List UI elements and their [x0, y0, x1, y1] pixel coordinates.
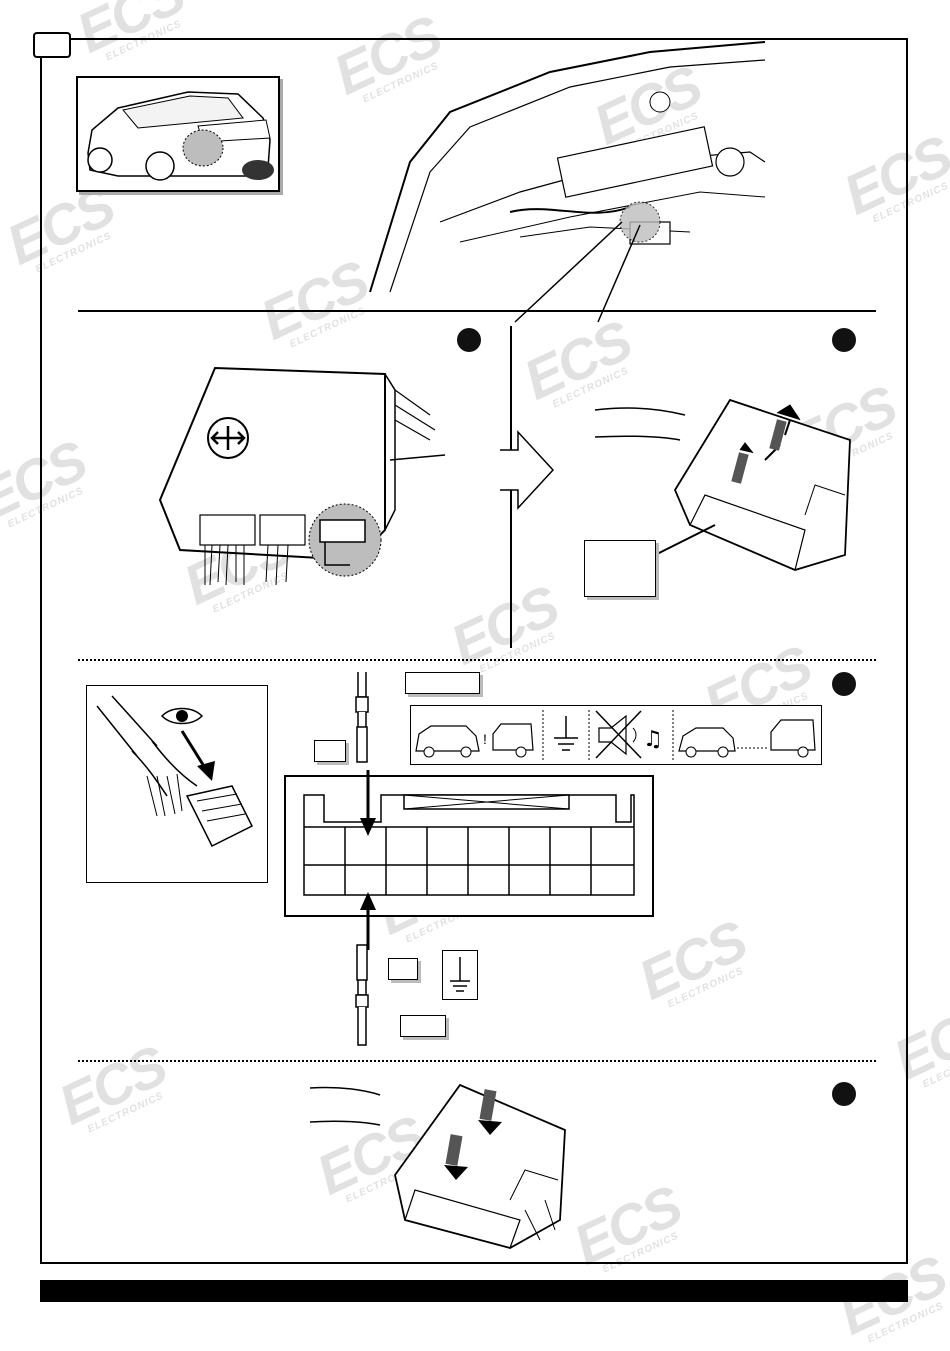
car-tow-icon: [678, 719, 816, 758]
eye-icon: [160, 707, 204, 725]
step-badge-4: [832, 1082, 856, 1106]
section-divider-dotted: [78, 659, 876, 661]
car-trailer-warning-icon: !: [415, 723, 534, 758]
car-overview-icon: [87, 91, 274, 181]
step-badge-2: [832, 328, 856, 352]
pin-label-lower: [388, 958, 418, 980]
car-thumbnail: [76, 76, 280, 192]
section-divider-dotted: [78, 1060, 876, 1062]
callout-leader-lines: [514, 221, 641, 323]
svg-text:♫: ♫: [643, 727, 663, 752]
svg-text:!: !: [483, 731, 487, 747]
next-arrow-icon: [500, 430, 555, 510]
wire-label-upper: [405, 672, 480, 694]
callout-box: [584, 540, 656, 597]
inspect-connector-inset: [86, 685, 268, 883]
ground-symbol-box: [442, 950, 478, 1000]
page-tab: [33, 32, 71, 58]
module-arrow-icon: [210, 426, 246, 450]
connector-relock-illustration: [309, 1080, 580, 1255]
footer-bar: [40, 1280, 908, 1302]
connector-pin-grid: [284, 775, 654, 917]
wire-label-lower: [400, 1015, 446, 1037]
step-badge-3: [832, 672, 856, 696]
ground-icon: [554, 716, 578, 751]
insert-arrow-down-icon: [360, 770, 376, 836]
ground-icon: [450, 957, 470, 992]
function-icon-strip: ! ♫: [410, 705, 822, 765]
no-sound-icon: ♫: [595, 710, 663, 759]
step-badge-1: [457, 328, 481, 352]
lower-wire: [350, 944, 380, 1046]
upper-wire: [350, 672, 380, 772]
trunk-interior-illustration: [369, 41, 766, 293]
page-frame: [40, 38, 908, 1264]
module-illustration: [158, 360, 450, 590]
section-divider: [78, 310, 876, 312]
connector-unlock-illustration: [594, 385, 865, 585]
insert-arrow-up-icon: [360, 892, 376, 950]
pin-label-upper: [314, 740, 346, 762]
